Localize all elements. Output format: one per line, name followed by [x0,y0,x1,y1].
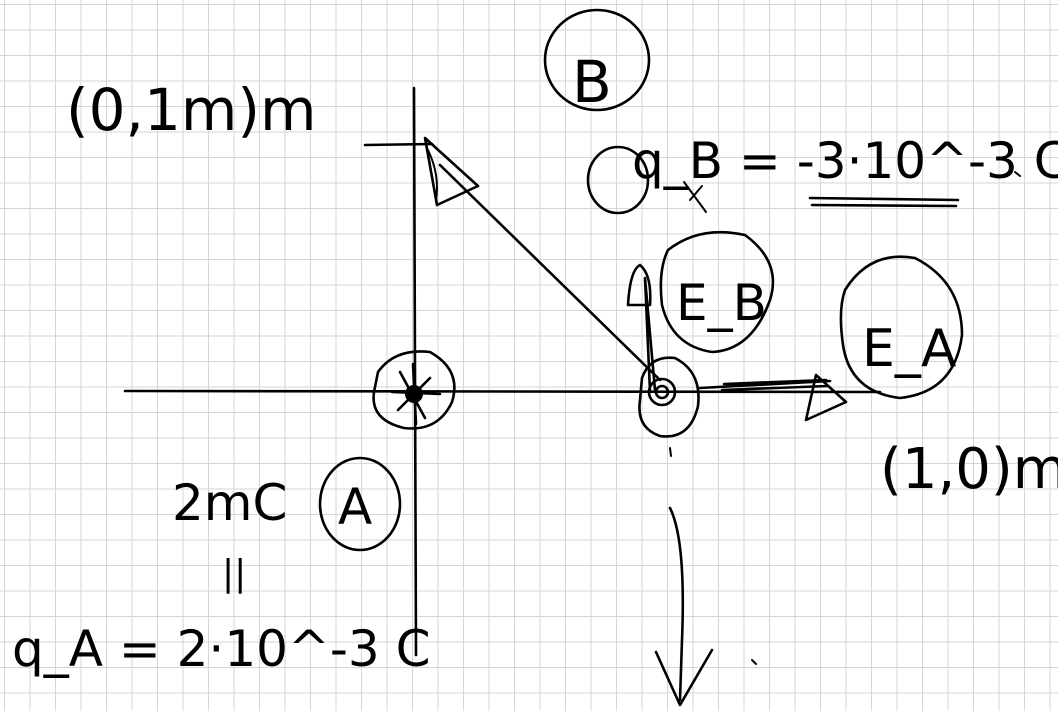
hypotenuse-line [438,163,662,382]
ea-circle [839,255,964,400]
x-axis [123,389,882,394]
qb-circle [586,145,650,215]
charge-b-label: B [572,48,612,116]
charge-a-circle [318,456,402,552]
vector-ea-arrow [698,373,848,422]
vector-eb-arrow [626,181,707,394]
eb-circle [659,230,775,354]
stray-mark [1014,171,1021,177]
charge-b-marker [363,136,480,207]
charge-a-value-label: q_A = 2·10^-3 C [12,620,431,678]
point-b-coords-label: (0,1m)m [66,76,317,144]
charge-a-label: A [338,478,372,536]
down-arrow [654,506,757,707]
charge-a-marker [372,350,456,430]
equivalence-mark: || [222,553,246,594]
vector-eb-label: E_B [676,274,767,332]
qb-underline [808,196,960,208]
vector-ea-label: E_A [862,319,957,379]
charge-a-mc-label: 2mC [172,474,287,532]
y-axis [412,86,418,657]
point-p-coords-label: (1,0)m [880,437,1058,502]
charge-b-circle [543,8,651,112]
charge-b-value-label: q_B = -3·10^-3 C [632,132,1058,190]
